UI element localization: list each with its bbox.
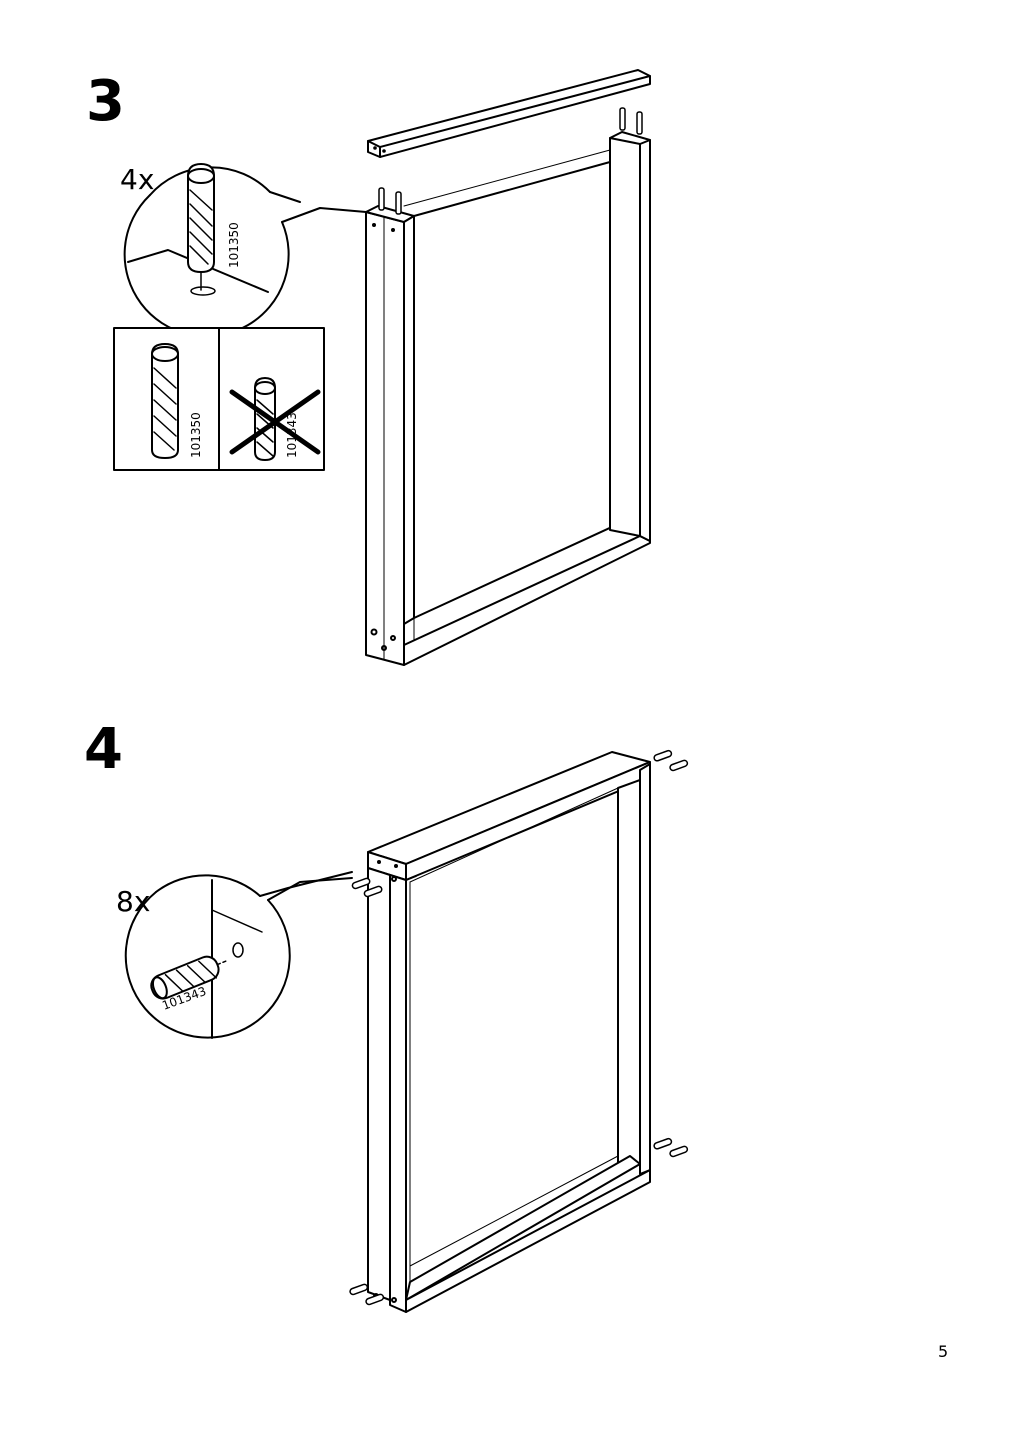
step4-full-frame xyxy=(367,751,651,1313)
step3-u-frame xyxy=(365,131,651,666)
correct-part-number: 101350 xyxy=(189,412,203,458)
step3-part-number: 101350 xyxy=(227,222,241,268)
step3-top-board xyxy=(367,69,651,158)
dowel-comparison-box xyxy=(113,327,325,471)
step3-detail-callout xyxy=(123,163,367,338)
page-number: 5 xyxy=(938,1342,949,1361)
step3-dowel-icon xyxy=(187,163,216,296)
step-4-number: 4 xyxy=(84,717,123,782)
step4-dowels xyxy=(349,749,689,1306)
step-3-number: 3 xyxy=(86,69,125,134)
wrong-part-number: 101343 xyxy=(285,412,299,458)
wrong-cross-icon xyxy=(229,389,321,455)
step4-dowel-icon xyxy=(150,955,230,1000)
step-3-quantity: 4x xyxy=(120,163,155,196)
step4-detail-callout xyxy=(124,871,353,1039)
step-4-quantity: 8x xyxy=(116,885,151,918)
wrong-dowel-icon xyxy=(254,377,276,461)
step3-dowels xyxy=(378,107,643,215)
correct-dowel-icon xyxy=(151,343,179,459)
